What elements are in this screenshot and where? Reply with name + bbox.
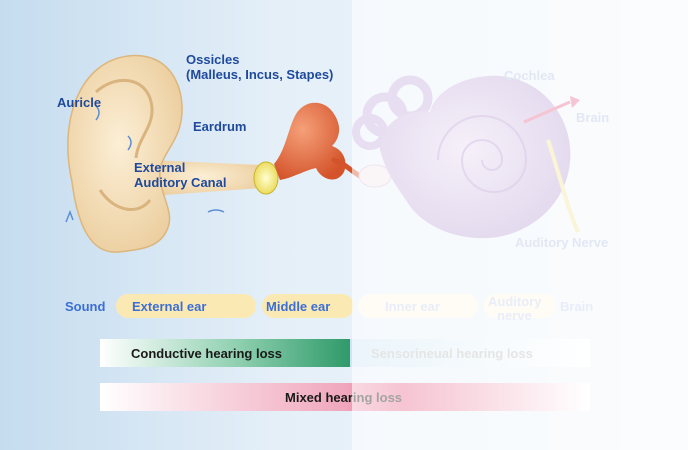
- auditory-nerve-label: Auditory Nerve: [515, 235, 609, 250]
- mixed-hearing-loss-label: Mixed hearing loss: [285, 390, 403, 405]
- pathway-external-ear-label: External ear: [132, 299, 207, 314]
- eardrum-shape: [253, 161, 279, 195]
- conductive-hearing-loss-label: Conductive hearing loss: [131, 346, 282, 361]
- pathway-inner-ear-label: Inner ear: [385, 299, 440, 314]
- pathway-auditory-nerve-label-line1: Auditory: [488, 294, 542, 309]
- external-canal-label-line1: External: [134, 160, 186, 175]
- ossicles-detail-label: (Malleus, Incus, Stapes): [186, 67, 334, 82]
- earlobe-fold: [98, 189, 152, 211]
- external-auditory-canal: [150, 160, 266, 196]
- cochlea-label: Cochlea: [504, 68, 555, 83]
- conductive-bar-fill: [100, 339, 350, 367]
- pathway-auditory-nerve-label-line2: nerve: [497, 308, 532, 323]
- auricle-shape: [67, 54, 183, 253]
- auricle-fold: [94, 78, 154, 159]
- brain-label: Brain: [576, 110, 610, 125]
- eardrum-label: Eardrum: [193, 119, 247, 134]
- oval-window-shape: [358, 164, 392, 188]
- pathway-brain-label: Brain: [560, 299, 594, 314]
- sound-wave-icon: [207, 209, 225, 213]
- ossicles-shape: [274, 102, 346, 180]
- pathway-middle-ear-label: Middle ear: [266, 299, 331, 314]
- sensorineural-hearing-loss-label: Sensorineual hearing loss: [371, 346, 533, 361]
- auricle-label: Auricle: [57, 95, 102, 110]
- ossicles-label: Ossicles: [186, 52, 240, 67]
- external-ear-pill: [116, 294, 256, 318]
- middle-ear-pill: [262, 294, 354, 318]
- pathway-sound-label: Sound: [65, 299, 106, 314]
- sound-wave-icon: [127, 135, 132, 151]
- sound-wave-icon: [95, 105, 100, 121]
- external-canal-label-line2: Auditory Canal: [134, 175, 227, 190]
- sound-wave-icon: [65, 209, 74, 223]
